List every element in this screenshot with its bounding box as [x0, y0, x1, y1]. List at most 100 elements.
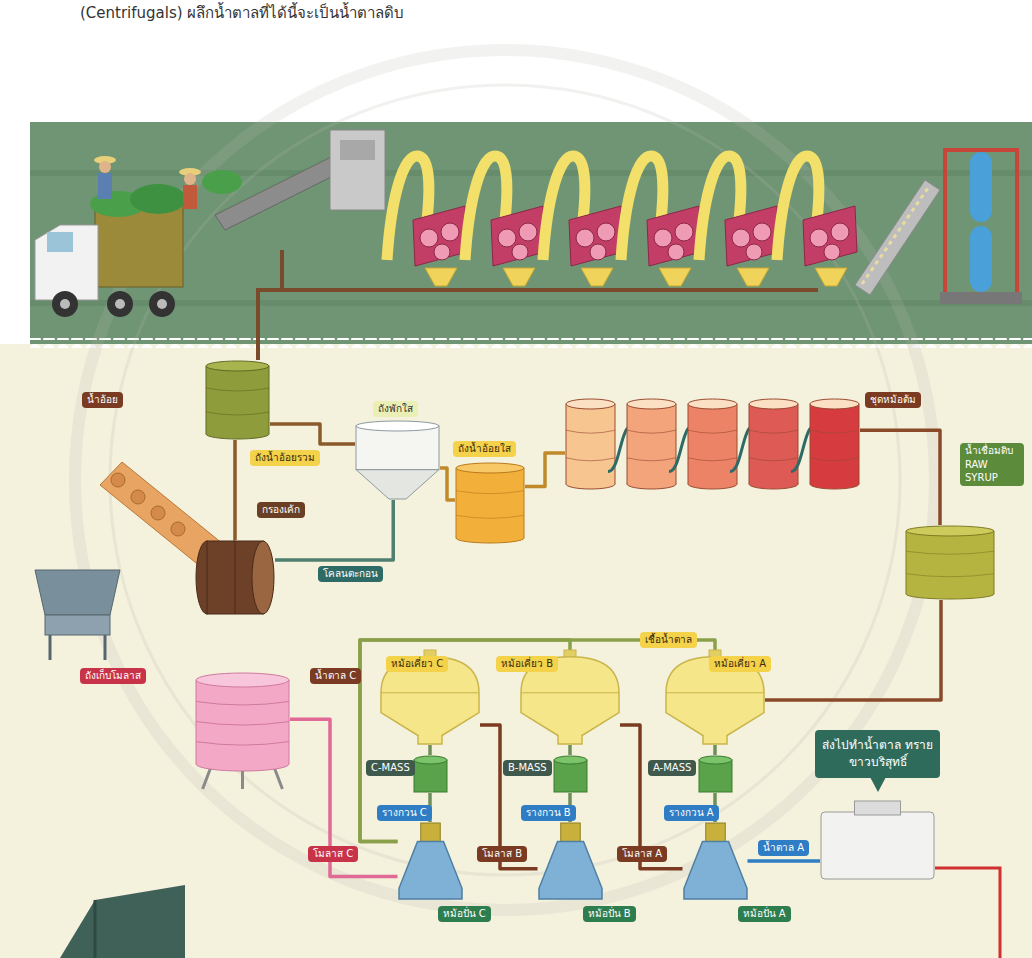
tank-band — [196, 742, 289, 746]
label-anchor: (Centrifugals) ผลึกน้ำตาลที่ได้นี้จะเป็น… — [75, 2, 409, 24]
mill — [621, 156, 701, 286]
farmer-head — [184, 173, 196, 185]
process-pipe — [765, 600, 941, 700]
tank-top — [749, 399, 798, 409]
pan-seam — [666, 692, 764, 693]
cane-pile — [202, 170, 242, 194]
cane-load — [130, 184, 186, 214]
pan-seam — [521, 692, 619, 693]
wheel-hub — [60, 299, 70, 309]
clear-juice-tank: ถังน้ำอ้อยใส — [455, 462, 525, 544]
hopper-base — [45, 615, 110, 635]
label-anchor: C-MASS — [366, 760, 415, 776]
flow-label: เชื้อน้ำตาล — [640, 632, 697, 648]
equipment-label: หม้อปั่น B — [583, 906, 636, 922]
tank-side — [749, 404, 750, 484]
pan-body — [381, 657, 479, 744]
flow-label: โมลาส C — [308, 846, 358, 862]
boiler-tube — [970, 152, 992, 222]
tank-band — [749, 458, 798, 461]
tank-body — [206, 366, 269, 434]
cake-filter: กรองเค้ก — [195, 540, 275, 615]
flow-label: โคลนตะกอน — [318, 566, 383, 582]
hopper-leg — [104, 635, 107, 660]
equipment-label: ถังพักใส — [373, 401, 418, 417]
tank-top — [566, 399, 615, 409]
green-band — [30, 122, 1032, 350]
flow-label: A-MASS — [648, 760, 696, 776]
label-anchor: โมลาส B — [477, 846, 527, 862]
flow-label: น้ำตาล A — [758, 840, 809, 856]
tank-side — [906, 531, 907, 594]
clarifier-body — [356, 426, 439, 470]
tank-side — [566, 404, 567, 484]
truck-cab — [35, 225, 98, 300]
process-pipe — [428, 745, 432, 755]
tank-side — [994, 531, 995, 594]
tank-side — [810, 404, 811, 484]
crystallizer-top — [699, 756, 732, 764]
evaporator-set-shape — [565, 398, 860, 490]
roof-stripe — [94, 900, 97, 958]
raw-syrup-tank: น้ำเชื่อมดิบ RAW SYRUP — [905, 525, 995, 600]
boiler-base — [940, 292, 1022, 304]
tank-side — [627, 404, 628, 484]
flow-label: C-MASS — [366, 760, 415, 776]
process-pipe — [233, 440, 237, 540]
tank-band — [196, 702, 289, 706]
flow-label: น้ำอ้อย — [82, 392, 123, 408]
sugar-bin-shape — [820, 800, 935, 880]
molasses-tank: ถังเก็บโมลาส — [195, 672, 290, 790]
crystallizer-body — [414, 760, 447, 792]
equipment-label: หม้อเคี่ยว C — [386, 656, 448, 672]
vacuum-pan: หม้อเคี่ยว A — [665, 650, 765, 745]
farmer-body — [183, 185, 197, 209]
pan-seam — [381, 692, 479, 693]
callout-box: ส่งไปทำน้ำตาล ทรายขาวบริสุทธิ์ — [815, 730, 940, 778]
tank-top — [810, 399, 859, 409]
bagasse — [862, 185, 930, 284]
tank-top — [196, 673, 289, 687]
equipment-label: รางกวน C — [377, 805, 432, 821]
drum-band — [235, 541, 236, 614]
conveyor-roller — [131, 490, 145, 504]
flow-label: น้ำตาล C — [310, 668, 361, 684]
tank-top — [906, 526, 994, 536]
tank-top — [456, 463, 524, 473]
centrifugal: หม้อปั่น C — [398, 822, 463, 900]
tank-side — [798, 404, 799, 484]
truck-wheel — [149, 291, 175, 317]
mixed-juice-tank: ถังน้ำอ้อยรวม — [205, 360, 270, 440]
equipment-label: ชุดหม้อต้ม — [865, 392, 921, 408]
process-pipe — [860, 430, 940, 525]
truck-wheel — [52, 291, 78, 317]
tank-band — [196, 722, 289, 726]
warehouse-roof — [60, 885, 185, 958]
watermark-ring — [75, 50, 935, 910]
centrifugal-bell — [539, 842, 602, 900]
juice-pipe — [280, 250, 284, 290]
watermark-ring — [110, 85, 900, 875]
tank-body — [688, 404, 737, 484]
farmer-head — [99, 161, 111, 173]
mill — [699, 156, 779, 286]
vacuum-pan: หม้อเคี่ยว C — [380, 650, 480, 745]
crystallizer-shape — [698, 755, 733, 793]
tank-band — [566, 458, 615, 461]
equipment-label: หม้อปั่น A — [738, 906, 791, 922]
tank-side — [859, 404, 860, 484]
crystallizer-top — [414, 756, 447, 764]
flow-label: โมลาส A — [617, 846, 667, 862]
process-pipe — [440, 468, 455, 500]
equipment-label: หม้อเคี่ยว B — [496, 656, 558, 672]
tank-top — [627, 399, 676, 409]
wheel-hub — [115, 299, 125, 309]
crystallizer-shape — [553, 755, 588, 793]
crystallizer-body — [554, 760, 587, 792]
clarifier-tank: ถังพักใส — [355, 420, 440, 500]
wave-edge — [30, 338, 1032, 348]
white-sugar-line — [935, 868, 1000, 958]
tank-band — [906, 551, 994, 554]
crystallizer-shape — [413, 755, 448, 793]
label-anchor: เชื้อน้ำตาล — [640, 632, 697, 648]
